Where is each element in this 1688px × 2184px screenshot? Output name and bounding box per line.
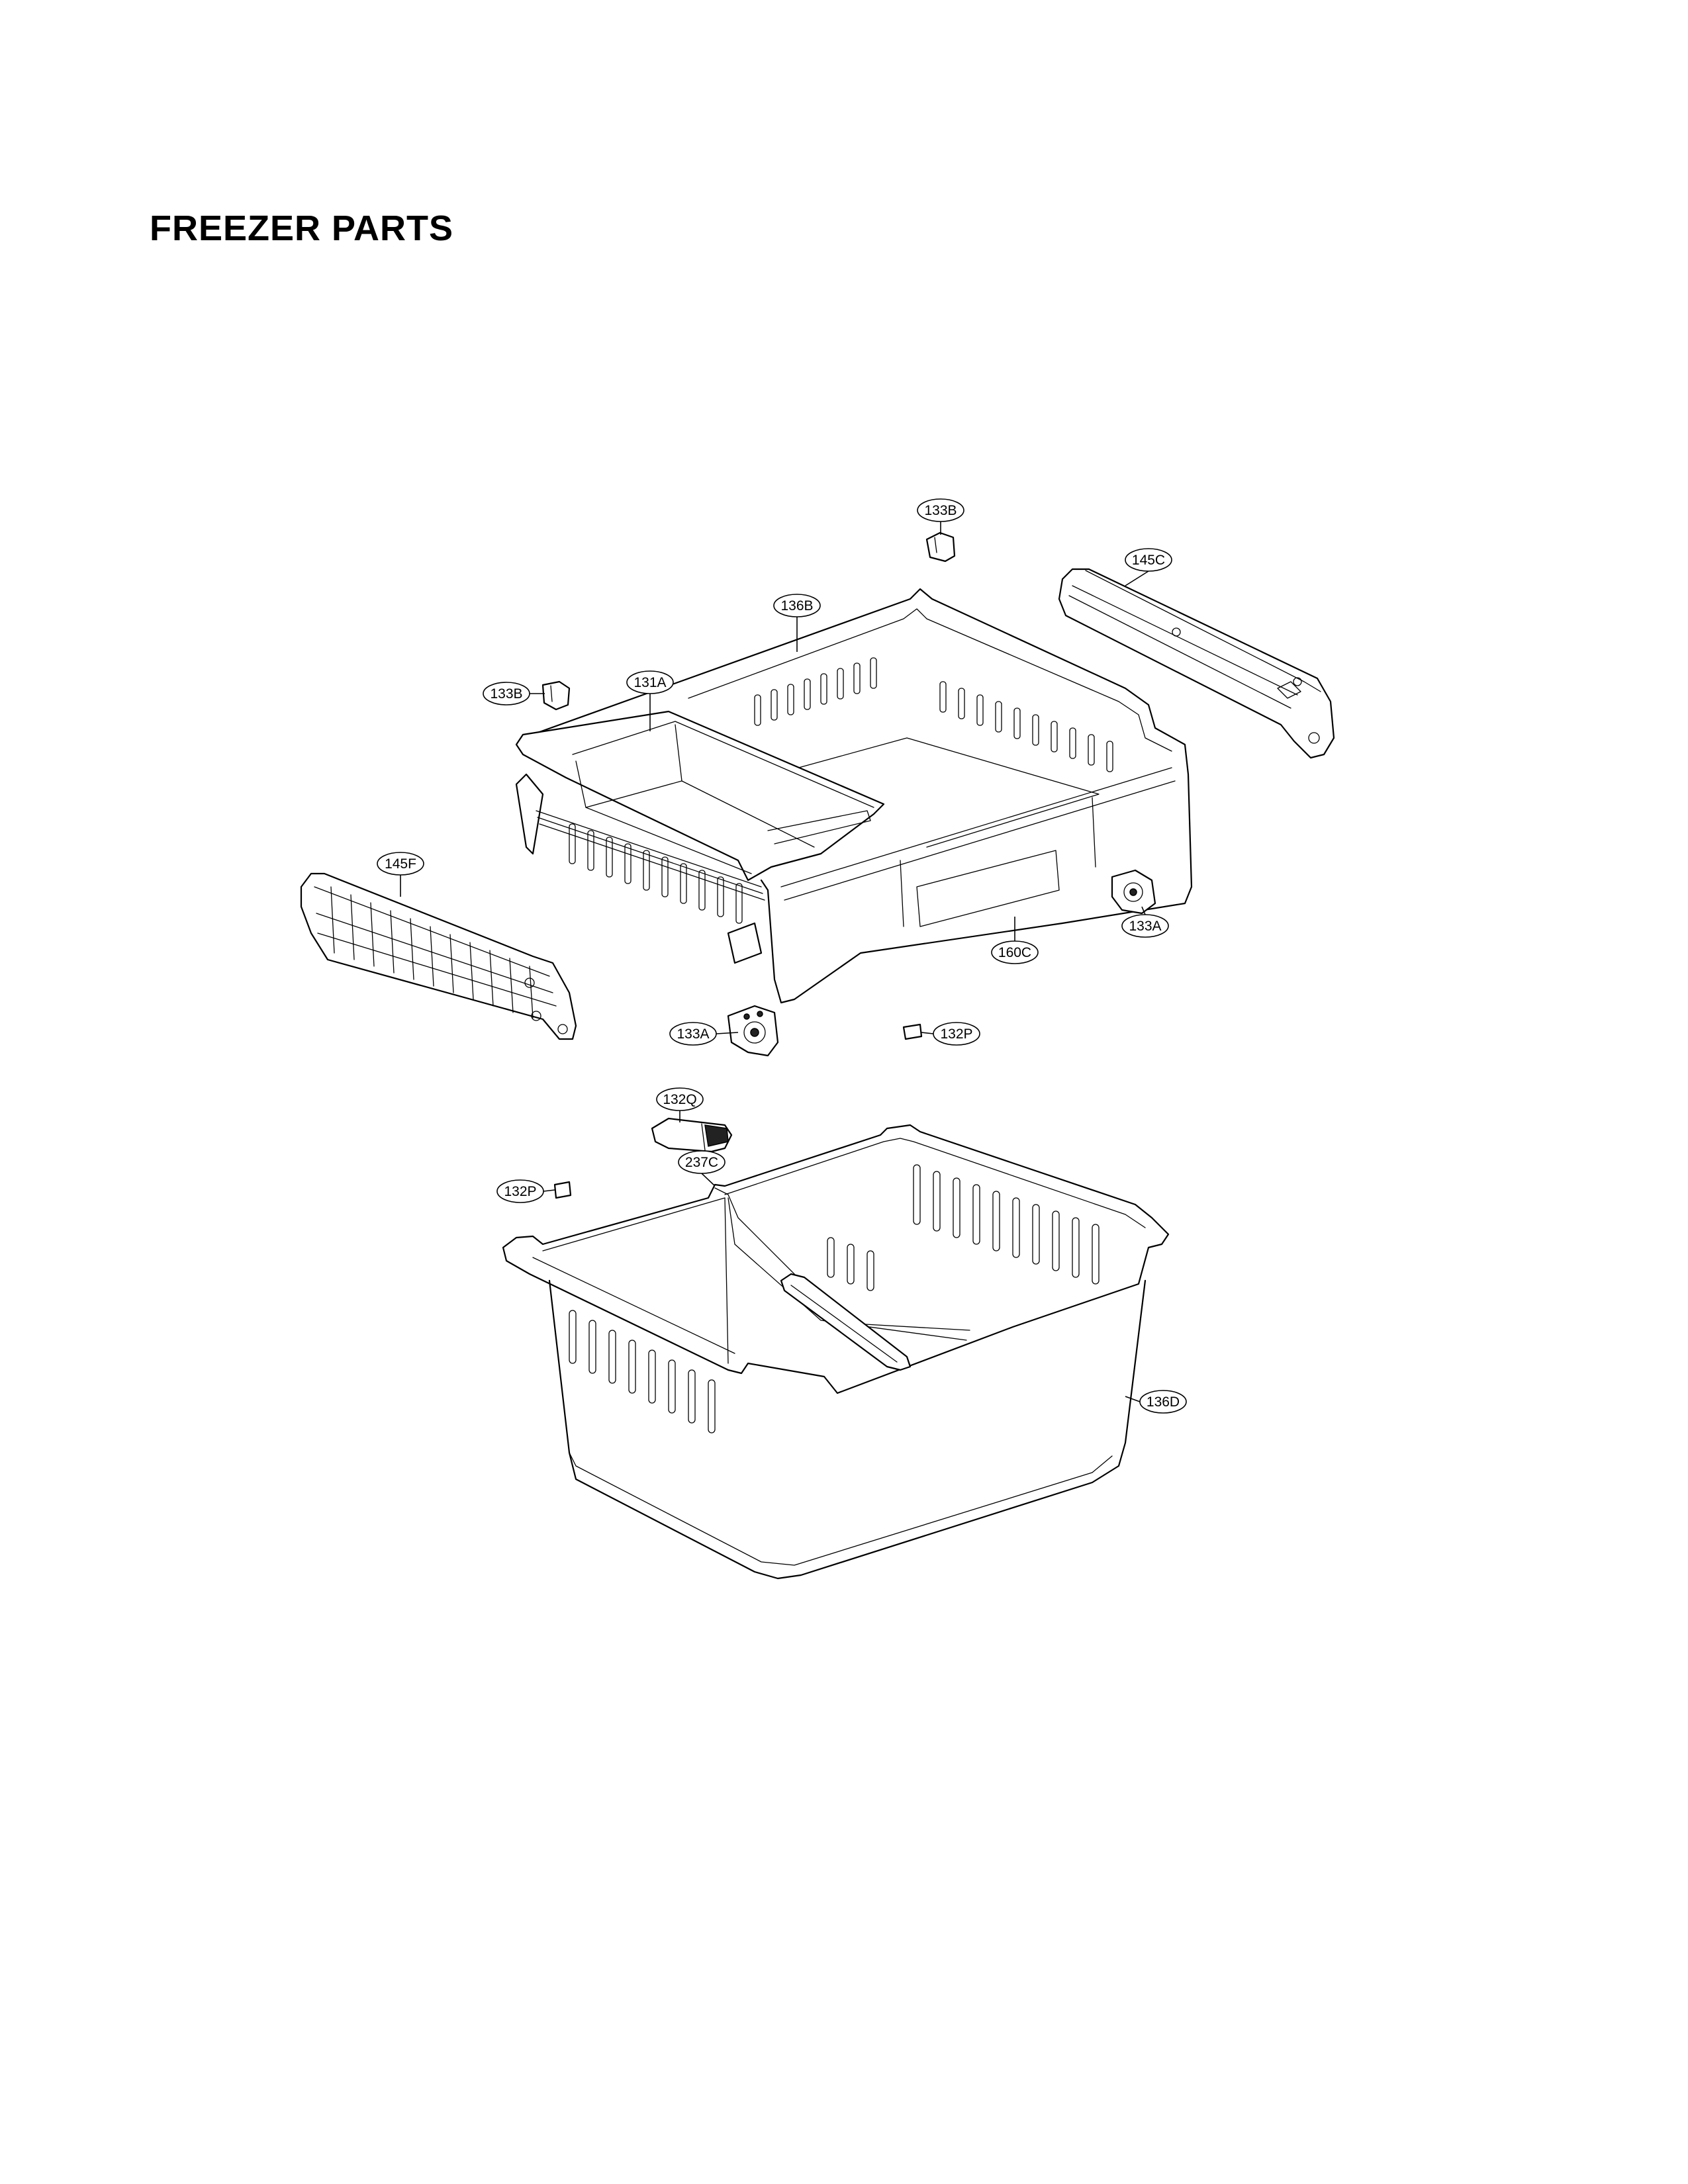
callout-label: 131A	[633, 675, 666, 690]
callout-237c: 237C	[678, 1150, 726, 1174]
callout-133b-left: 133B	[483, 682, 530, 705]
callout-label: 145F	[385, 856, 416, 872]
callout-132p-left: 132P	[496, 1179, 544, 1203]
part-136d-front-vent-slots	[569, 1310, 716, 1433]
part-132p-clip-left	[553, 1181, 572, 1199]
part-133b-clip-top	[925, 531, 956, 563]
part-133b-clip-left	[541, 680, 571, 711]
part-132q-bracket	[651, 1117, 733, 1153]
callout-label: 133B	[924, 503, 957, 518]
callout-label: 145C	[1132, 553, 1165, 568]
callout-132p-right: 132P	[933, 1022, 980, 1046]
leader-lines	[400, 522, 1149, 1402]
callout-145c: 145C	[1125, 548, 1172, 572]
callout-132q: 132Q	[656, 1087, 704, 1111]
part-133a-roller-left	[727, 1005, 779, 1057]
part-145f-left-rail	[300, 872, 577, 1040]
part-132p-clip-right	[902, 1023, 923, 1040]
callout-145f: 145F	[377, 852, 424, 876]
callout-160c: 160C	[991, 940, 1039, 964]
callout-label: 136D	[1147, 1394, 1180, 1410]
callout-label: 133A	[677, 1026, 709, 1042]
callout-133a-right: 133A	[1121, 914, 1169, 938]
callout-label: 136B	[780, 598, 813, 614]
callout-136d: 136D	[1139, 1390, 1187, 1414]
part-145f-ribs	[330, 886, 534, 1019]
callout-136b: 136B	[773, 594, 821, 617]
part-136b-front-vent-slots	[569, 823, 743, 924]
callout-label: 133A	[1129, 919, 1161, 934]
callout-label: 237C	[685, 1155, 718, 1170]
part-131a-small-bin	[515, 710, 885, 882]
callout-label: 132P	[504, 1184, 536, 1199]
callout-label: 160C	[998, 945, 1031, 960]
callout-label: 132Q	[663, 1092, 696, 1107]
part-136d-lower-basket	[502, 1124, 1170, 1580]
callout-131a: 131A	[626, 670, 674, 694]
part-136d-back-vent-slots	[827, 1164, 1100, 1291]
callout-133b-top: 133B	[917, 498, 964, 522]
callout-label: 133B	[490, 686, 522, 702]
page-title: FREEZER PARTS	[150, 208, 454, 248]
part-133a-roller-right	[1111, 869, 1156, 915]
part-136b-upper-tray	[515, 588, 1193, 1004]
part-145c-right-rail	[1058, 568, 1335, 759]
part-136b-vent-slots	[754, 657, 1113, 772]
callout-label: 132P	[940, 1026, 972, 1042]
callout-133a-left: 133A	[669, 1022, 717, 1046]
